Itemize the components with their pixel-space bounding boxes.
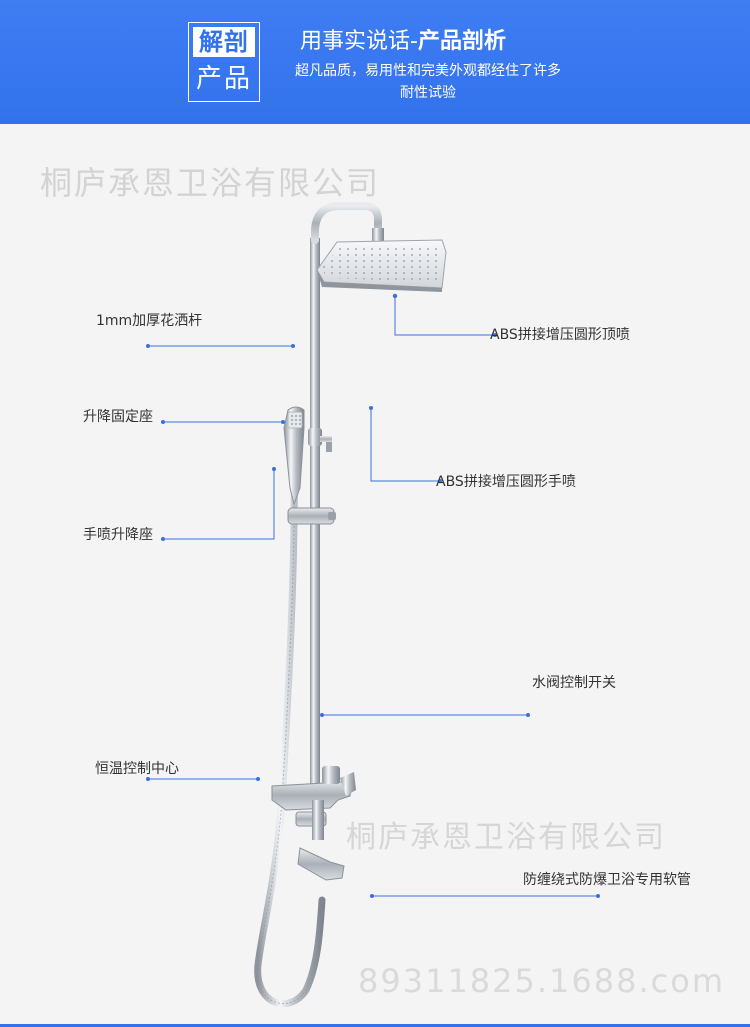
label-rod: 1mm加厚花洒杆 bbox=[96, 313, 203, 329]
bottom-accent-line bbox=[0, 1024, 750, 1027]
leader-dots bbox=[146, 293, 600, 898]
badge-bottom-text: 产品 bbox=[195, 64, 252, 94]
header-title-bold: 产品剖析 bbox=[417, 29, 506, 54]
label-thermostat: 恒温控制中心 bbox=[95, 761, 179, 777]
label-valve: 水阀控制开关 bbox=[532, 675, 616, 691]
header-subtitle-line1: 超凡品质，易用性和完美外观都经住了许多 bbox=[295, 63, 561, 79]
watermark-company-top: 桐庐承恩卫浴有限公司 bbox=[40, 164, 381, 202]
header-subtitle: 超凡品质，易用性和完美外观都经住了许多 耐性试验 bbox=[268, 60, 588, 104]
slide-bracket bbox=[287, 507, 335, 525]
header-title-normal: 用事实说话- bbox=[300, 29, 418, 54]
header-banner: 解剖 产品 用事实说话-产品剖析 超凡品质，易用性和完美外观都经住了许多 耐性试… bbox=[0, 0, 750, 124]
label-lift-seat: 手喷升降座 bbox=[83, 527, 153, 543]
label-hose: 防缠绕式防爆卫浴专用软管 bbox=[523, 872, 691, 888]
leader-lines bbox=[148, 296, 598, 897]
shower-arm bbox=[311, 202, 382, 244]
label-hand-spray: ABS拼接增压圆形手喷 bbox=[436, 474, 576, 490]
tub-spout bbox=[297, 847, 345, 881]
label-fixed-seat: 升降固定座 bbox=[83, 409, 153, 425]
label-top-spray: ABS拼接增压圆形顶喷 bbox=[490, 327, 630, 343]
header-subtitle-line2: 耐性试验 bbox=[400, 85, 456, 101]
badge-top-text: 解剖 bbox=[193, 27, 255, 57]
anatomy-badge: 解剖 产品 bbox=[188, 22, 260, 102]
hand-shower bbox=[283, 406, 305, 506]
header-title: 用事实说话-产品剖析 bbox=[300, 28, 506, 56]
watermark-store-url: 89311825.1688.com bbox=[358, 962, 725, 1000]
watermark-company-middle: 桐庐承恩卫浴有限公司 bbox=[346, 820, 666, 855]
